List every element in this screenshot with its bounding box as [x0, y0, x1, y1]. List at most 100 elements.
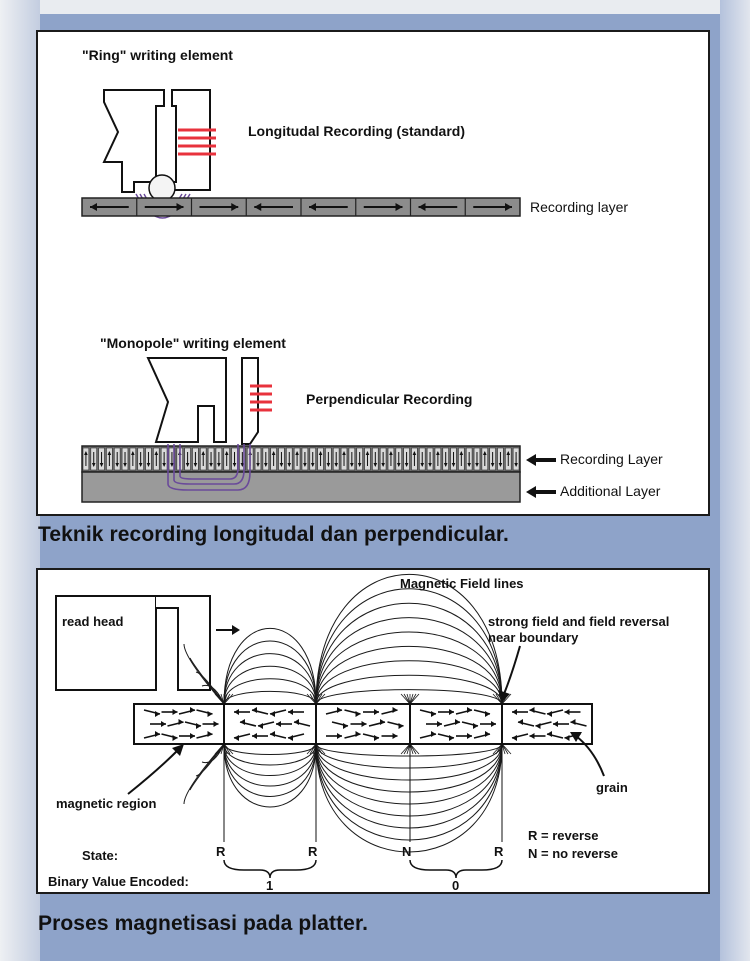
grain-arrowhead [172, 735, 178, 741]
grain-arrowhead [258, 723, 263, 729]
perp-domain-arrowhead [162, 463, 166, 467]
perp-domain-arrowhead [483, 451, 487, 455]
field-line-bottom [315, 743, 503, 805]
grain-arrowhead [485, 711, 490, 717]
perp-domain-arrowhead [287, 463, 292, 467]
read-head-label: read head [62, 614, 123, 629]
magnetic-region-pointer [127, 744, 184, 795]
grain-arrowhead [535, 723, 541, 729]
grain-arrowhead [178, 719, 184, 725]
perp-domain-arrowhead [334, 463, 338, 467]
grain-arrowhead [270, 731, 275, 737]
grain-arrowhead [570, 719, 576, 725]
perpendicular-recording-label: Perpendicular Recording [306, 391, 472, 407]
boundary-flux-tick [400, 693, 411, 705]
grain-arrowhead [564, 709, 570, 715]
boundary-flux-tick [214, 693, 225, 705]
perp-domain-arrowhead [131, 451, 135, 455]
perp-domain-arrowhead [357, 463, 362, 467]
perp-domain-arrowhead [396, 463, 401, 467]
perp-domain-arrowhead [271, 451, 276, 455]
grain-arrowhead [455, 719, 460, 725]
grain-arrowhead [467, 707, 472, 713]
perp-domain-arrowhead [217, 463, 221, 467]
additional-layer-label: Additional Layer [560, 483, 661, 499]
perp-domain-arrowhead [154, 451, 159, 455]
perp-domain-arrowhead [209, 463, 213, 467]
perp-domain-arrowhead [170, 463, 174, 467]
field-line-top [223, 653, 317, 705]
boundary-flux-tick [501, 693, 512, 705]
perp-domain-arrowhead [123, 463, 127, 467]
grain-arrowhead [374, 735, 379, 741]
page-edge-left [0, 0, 40, 961]
additional-layer-pointer [526, 486, 556, 498]
field-line-bottom [315, 743, 503, 769]
field-line-bottom [315, 743, 503, 781]
grain-arrowhead [234, 735, 239, 741]
perp-domain-arrowhead [91, 463, 96, 467]
grain-pointer [570, 732, 605, 777]
state-r-4: R [494, 844, 504, 859]
binary-braces [223, 859, 503, 879]
grain-arrowhead [449, 735, 454, 741]
perp-domain-arrowhead [389, 451, 393, 455]
field-line-top [315, 660, 503, 705]
domain-arrowhead [418, 203, 426, 211]
boundary-flux-tick [403, 743, 411, 755]
perp-domain-arrowhead [326, 463, 331, 467]
state-r-2: R [308, 844, 318, 859]
grain-arrowhead [252, 707, 257, 713]
field-line-top [223, 678, 317, 705]
additional-layer [81, 471, 521, 503]
grain-arrowhead [343, 723, 348, 729]
ring-coil [178, 128, 216, 156]
grain-arrowhead [431, 731, 436, 737]
perp-domain-arrowhead [420, 463, 425, 467]
boundary-flux-tick [495, 693, 503, 705]
field-line-top [315, 588, 503, 705]
grain-arrowhead [240, 719, 245, 725]
recording-techniques-svg: "Ring" writing element Longitudal Record… [81, 47, 663, 503]
field-line-bottom [223, 743, 317, 755]
boundary-flux-tick [217, 693, 225, 705]
perp-domain-arrowhead [115, 463, 119, 467]
grain-arrowhead [485, 731, 490, 737]
grain-arrowhead [547, 731, 552, 737]
grain-arrowhead [252, 733, 257, 739]
domain-arrowhead [231, 203, 239, 211]
grain-arrowhead [547, 711, 552, 717]
grain-arrowhead [529, 707, 535, 713]
state-r-1: R [216, 844, 226, 859]
boundary-flux-tick [501, 743, 512, 755]
grain-arrowhead [437, 721, 442, 727]
perp-domain-arrowhead [279, 463, 284, 467]
longitudinal-recording-label: Longitudal Recording (standard) [248, 123, 465, 139]
binary-value-1: 1 [266, 878, 273, 892]
grain-arrowhead [288, 735, 293, 741]
field-line-top [315, 631, 503, 705]
figure-caption-1: Teknik recording longitudal dan perpendi… [38, 523, 509, 546]
field-line-top [223, 640, 317, 705]
boundary-flux-tick [409, 693, 414, 705]
magnetization-svg: read head Magnetic Field lines strong fi… [48, 573, 669, 893]
field-line-bottom [223, 743, 317, 787]
grain-arrowhead [190, 733, 195, 739]
grain-arrowhead [491, 721, 496, 727]
perp-domain-arrowhead [201, 451, 206, 455]
perp-domain-arrowhead [310, 463, 315, 467]
monopole-field-lines [167, 444, 251, 491]
grain-arrowhead [392, 707, 398, 713]
boundary-flux-tick [309, 693, 317, 705]
boundary-flux-tick [217, 743, 225, 755]
field-line-bottom [315, 743, 503, 853]
read-head [55, 595, 211, 691]
boundary-flux-tick [312, 693, 317, 705]
boundary-flux-tick [223, 693, 234, 705]
boundary-flux-tick [403, 693, 411, 705]
grain-arrowhead [337, 707, 342, 713]
perp-recording-layer-label: Recording Layer [560, 451, 663, 467]
perp-domain-arrowhead [224, 451, 229, 455]
monopole-head [146, 357, 259, 445]
grain-arrowhead [529, 733, 535, 739]
